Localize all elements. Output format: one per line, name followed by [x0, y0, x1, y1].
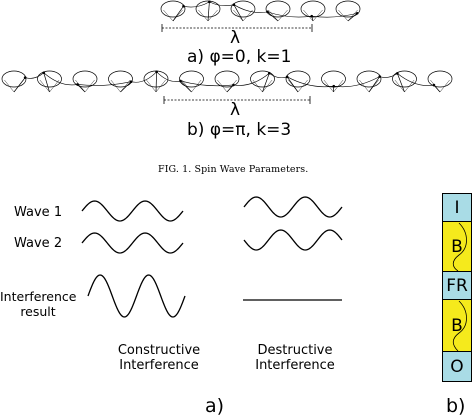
- cone-edge: [338, 9, 349, 22]
- spin-vector: [262, 73, 270, 93]
- spin-tip: [432, 83, 436, 87]
- cone-edge: [233, 9, 244, 22]
- spin-vector: [172, 5, 184, 22]
- spin-cone: [72, 70, 98, 88]
- spin-chain-b: [1, 70, 453, 93]
- cone-edge: [146, 79, 157, 93]
- destructive-wave1: [243, 196, 343, 218]
- destructive-wave2: [243, 229, 343, 251]
- spin-cone: [250, 70, 275, 88]
- spin-vector: [368, 76, 380, 93]
- spin-cone: [37, 70, 62, 88]
- spin-cone: [1, 70, 27, 88]
- destructive-caption: Destructive Interference: [255, 343, 335, 373]
- spin-cone: [356, 70, 382, 88]
- constructive-wave1: [81, 200, 184, 222]
- spin-vector: [207, 1, 210, 22]
- sublabel-a: a): [205, 395, 225, 417]
- layer-barrier-1: B: [442, 221, 472, 272]
- cone-edge: [303, 9, 314, 22]
- cone-edge: [172, 9, 183, 22]
- spin-cone: [300, 0, 326, 18]
- spin-tip: [355, 11, 359, 15]
- cone-edge: [191, 79, 202, 93]
- spin-cone: [427, 70, 453, 88]
- spin-cone: [160, 0, 186, 18]
- spin-cone: [214, 70, 240, 88]
- cone-edge: [155, 79, 166, 93]
- spin-vector: [155, 71, 157, 93]
- spin-vector: [180, 80, 192, 93]
- cone-edge: [430, 79, 441, 93]
- cone-edge: [347, 9, 358, 22]
- spin-envelope: [25, 71, 434, 88]
- spin-vector: [397, 73, 405, 93]
- cone-edge: [359, 79, 370, 93]
- wavelength-bracket-a: [161, 24, 313, 32]
- panel-b-label: b) φ=π, k=3: [187, 120, 292, 140]
- constructive-wave2: [81, 232, 184, 254]
- cone-edge: [252, 79, 263, 93]
- cone-edge: [368, 79, 379, 93]
- cone-edge: [394, 79, 405, 93]
- figure-caption: FIG. 1. Spin Wave Parameters.: [158, 164, 309, 175]
- layer-stack: I B FR B O: [442, 193, 472, 382]
- constructive-caption: Constructive Interference: [117, 343, 201, 373]
- cone-edge: [84, 79, 95, 93]
- layer-barrier-2: B: [442, 299, 472, 352]
- spin-chain-a: [160, 0, 361, 22]
- cone-edge: [198, 9, 209, 22]
- spin-cone: [321, 70, 346, 88]
- spin-vector: [267, 11, 279, 22]
- spin-cone: [265, 0, 291, 18]
- cone-edge: [288, 79, 299, 93]
- cone-edge: [75, 79, 86, 93]
- cone-edge: [13, 79, 24, 93]
- wavelength-bracket-b: [163, 96, 311, 104]
- spin-vector: [120, 81, 132, 93]
- cone-edge: [110, 79, 121, 93]
- constructive-result-wave: [87, 274, 186, 318]
- lambda-symbol-a: λ: [230, 28, 241, 48]
- cone-edge: [268, 9, 279, 22]
- cone-edge: [262, 79, 273, 93]
- sublabel-b: b): [446, 395, 466, 417]
- spin-vector: [43, 72, 50, 93]
- cone-edge: [297, 79, 308, 93]
- cone-edge: [120, 79, 131, 93]
- cone-edge: [333, 79, 344, 93]
- barrier-wave-curve: [452, 222, 467, 352]
- interference-result-label: Interference result: [0, 289, 77, 319]
- spin-cone: [392, 70, 417, 88]
- spin-cone: [230, 0, 256, 18]
- spin-cone: [179, 70, 204, 88]
- spin-envelope: [183, 1, 358, 18]
- spin-cone: [285, 70, 311, 88]
- cone-edge: [163, 9, 174, 22]
- layer-free: FR: [442, 271, 472, 300]
- spin-vector: [233, 4, 244, 22]
- spin-cone: [195, 0, 221, 18]
- cone-edge: [226, 79, 237, 93]
- spin-wave-diagram: [1, 0, 453, 104]
- lambda-symbol-b: λ: [230, 100, 241, 120]
- wave2-label: Wave 2: [14, 236, 63, 251]
- cone-edge: [323, 79, 334, 93]
- cone-edge: [439, 79, 450, 93]
- cone-edge: [207, 9, 218, 22]
- spin-cone: [335, 0, 361, 18]
- cone-edge: [4, 79, 15, 93]
- cone-edge: [312, 9, 323, 22]
- layer-input: I: [442, 193, 472, 222]
- cone-edge: [39, 79, 50, 93]
- spin-cone: [108, 70, 133, 88]
- cone-edge: [404, 79, 415, 93]
- panel-a-label: a) φ=0, k=1: [187, 47, 292, 67]
- layer-output: O: [442, 351, 472, 382]
- spin-vector: [347, 12, 358, 22]
- wave1-label: Wave 1: [14, 205, 63, 220]
